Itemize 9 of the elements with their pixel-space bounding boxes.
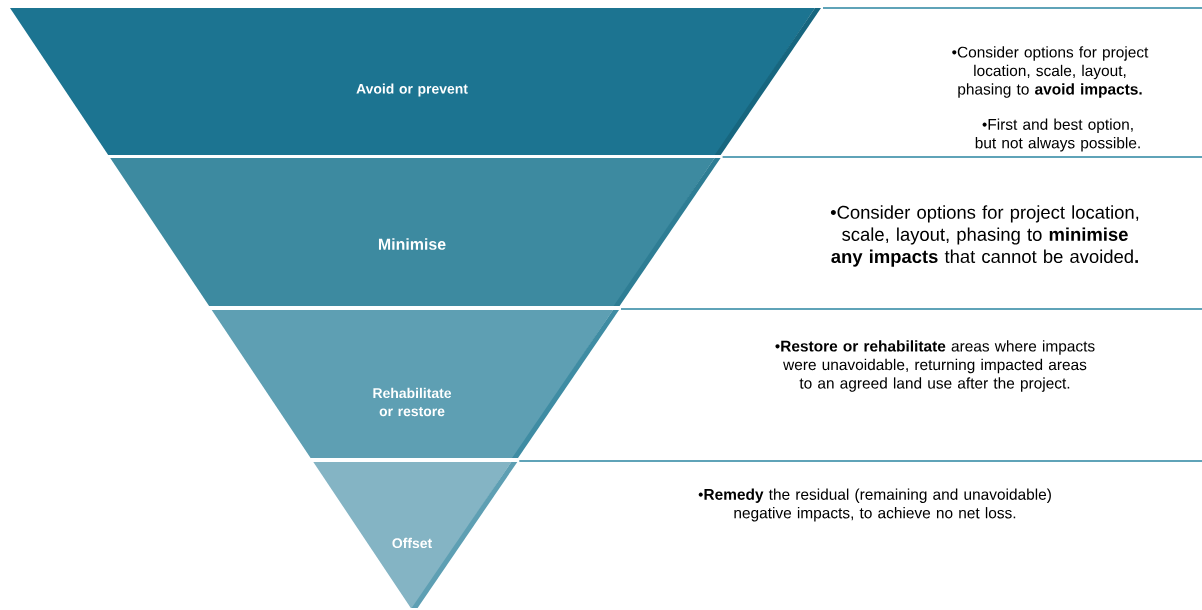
- description-text: •First and best option, but not always possible.: [975, 118, 1140, 152]
- funnel-band: Offset: [313, 462, 518, 608]
- description-text: •Consider options for project location, scale, layout, phasing to minimise any impacts that cannot be avoided.: [830, 205, 1139, 267]
- funnel-band: Rehabilitate or restore: [211, 310, 619, 458]
- description-text: •Consider options for project location, scale, layout, phasing to avoid impacts.: [952, 46, 1149, 98]
- description-text: •Restore or rehabilitate areas where impacts were unavoidable, returning impacted areas to an agreed land use after the project.: [775, 340, 1095, 392]
- funnel-band: Minimise: [110, 158, 721, 306]
- funnel-band: Avoid or prevent: [10, 8, 821, 155]
- description-text: •Remedy the residual (remaining and unavoidable) negative impacts, to achieve no net loss.: [698, 488, 1051, 522]
